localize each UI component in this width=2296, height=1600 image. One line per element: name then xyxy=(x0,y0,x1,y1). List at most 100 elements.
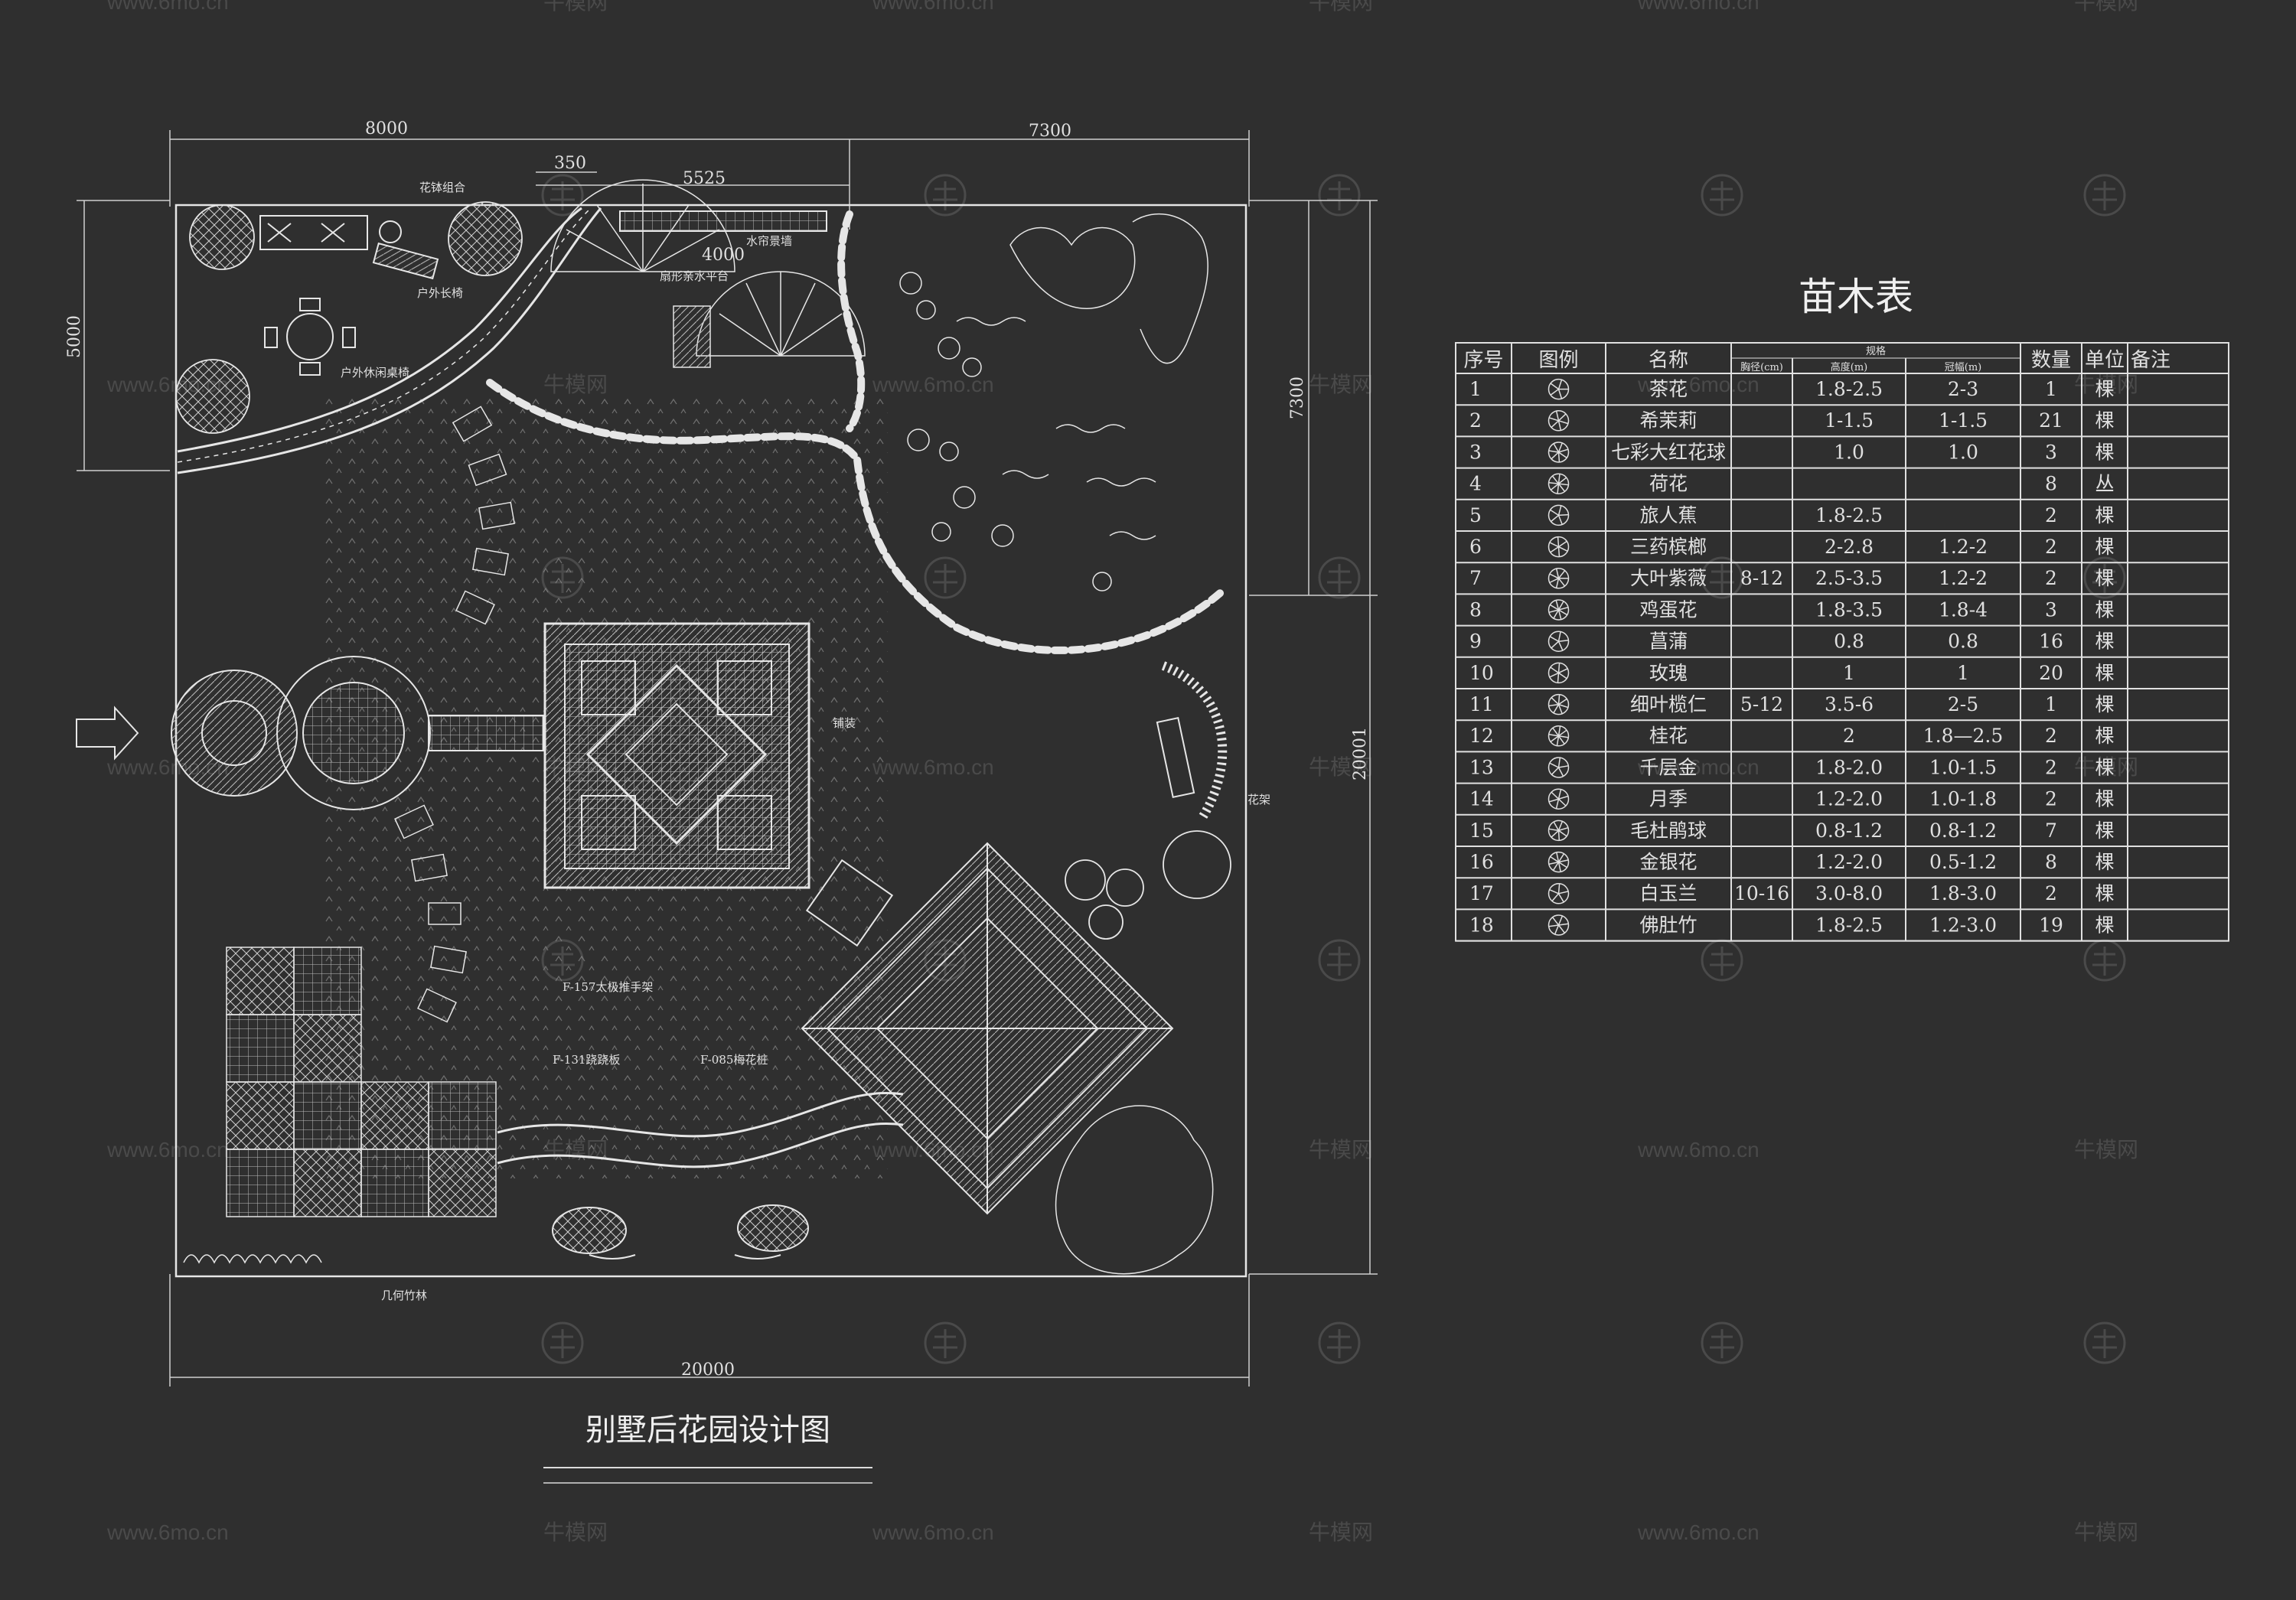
watermark-logo-icon xyxy=(1701,939,1743,982)
watermark-logo-icon xyxy=(2083,939,2126,982)
cell-qty: 1 xyxy=(2045,378,2057,400)
cell-height: 3.0-8.0 xyxy=(1815,882,1883,904)
watermark-site: www.6mo.cn xyxy=(1637,755,1760,779)
cell-unit: 棵 xyxy=(2095,567,2114,589)
header-qty: 数量 xyxy=(2031,349,2071,372)
cell-crown: 1.2-2 xyxy=(1939,567,1988,589)
cell-name: 玫瑰 xyxy=(1649,662,1688,684)
cell-no: 14 xyxy=(1469,788,1494,810)
cell-qty: 2 xyxy=(2045,882,2057,904)
cell-qty: 8 xyxy=(2045,851,2057,873)
header-note: 备注 xyxy=(2131,349,2170,372)
watermark-logo-icon xyxy=(1318,939,1361,982)
cell-unit: 棵 xyxy=(2095,851,2114,873)
cell-name: 金银花 xyxy=(1639,851,1697,873)
cell-name: 大叶紫薇 xyxy=(1630,567,1707,589)
watermark-brand: 牛模网 xyxy=(1309,1138,1373,1162)
watermark-site: www.6mo.cn xyxy=(872,1520,994,1544)
cell-unit: 棵 xyxy=(2095,378,2114,400)
plant-legend-icon xyxy=(1548,599,1570,621)
watermark-site: www.6mo.cn xyxy=(1637,1138,1760,1162)
dimension-lines xyxy=(77,130,1378,1387)
dim-top-mid: 5525 xyxy=(683,169,726,188)
watermark-site: www.6mo.cn xyxy=(106,0,229,14)
cell-crown: 2-3 xyxy=(1948,378,1978,400)
cell-name: 希茉莉 xyxy=(1639,409,1697,432)
header-legend: 图例 xyxy=(1538,349,1578,372)
cell-unit: 丛 xyxy=(2095,473,2114,495)
cell-height: 1.8-2.0 xyxy=(1815,756,1883,778)
cell-crown: 1.2-2 xyxy=(1939,536,1988,558)
cell-dbh: 8-12 xyxy=(1740,567,1783,589)
dim-top-small: 350 xyxy=(554,154,586,173)
watermark-site: www.6mo.cn xyxy=(872,755,994,779)
cell-crown: 1.8—2.5 xyxy=(1923,725,2004,747)
flower-pot-combo xyxy=(259,215,368,250)
label-bamboo: 几何竹林 xyxy=(381,1289,427,1302)
cell-name: 细叶榄仁 xyxy=(1630,693,1707,715)
cell-no: 4 xyxy=(1469,473,1482,495)
cell-name: 桂花 xyxy=(1649,725,1688,747)
cell-name: 佛肚竹 xyxy=(1639,914,1697,936)
plant-legend-icon xyxy=(1548,693,1570,715)
cell-dbh: 5-12 xyxy=(1740,693,1783,715)
water-curtain-wall xyxy=(619,210,827,232)
cell-qty: 1 xyxy=(2045,693,2057,715)
watermark-logo-icon xyxy=(924,174,967,217)
plan-labels: 8000 350 5525 7300 4000 5000 7300 20001 … xyxy=(65,119,1370,1448)
cell-crown: 0.5-1.2 xyxy=(1929,851,1997,873)
cell-height: 1.8-2.5 xyxy=(1815,378,1883,400)
cell-no: 18 xyxy=(1469,914,1494,936)
plant-legend-icon xyxy=(1548,820,1570,842)
table-title: 苗木表 xyxy=(1799,275,1913,319)
cell-qty: 21 xyxy=(2039,409,2063,432)
cell-qty: 2 xyxy=(2045,504,2057,526)
plant-legend-icon xyxy=(1548,725,1570,747)
plant-legend-icon xyxy=(1548,442,1570,463)
cell-qty: 2 xyxy=(2045,567,2057,589)
cell-no: 6 xyxy=(1469,536,1482,558)
cell-qty: 8 xyxy=(2045,473,2057,495)
outdoor-table xyxy=(286,313,334,360)
watermark-brand: 牛模网 xyxy=(543,373,608,396)
cell-name: 白玉兰 xyxy=(1639,882,1697,904)
cell-no: 10 xyxy=(1469,662,1494,684)
site-plan xyxy=(76,130,1378,1387)
tree-symbols xyxy=(175,201,1231,940)
label-paving: 铺装 xyxy=(833,716,856,730)
cell-height: 1.2-2.0 xyxy=(1815,851,1883,873)
watermark-brand: 牛模网 xyxy=(2074,1520,2138,1544)
label-outdoor-leisure: 户外休闲桌椅 xyxy=(341,366,409,380)
cell-height: 2.5-3.5 xyxy=(1815,567,1883,589)
watermark-brand: 牛模网 xyxy=(2074,0,2138,14)
watermark-logo-icon xyxy=(924,556,967,599)
label-outdoor-bench: 户外长椅 xyxy=(417,286,463,300)
watermark-logo-icon xyxy=(541,174,584,217)
central-paving xyxy=(543,622,810,889)
dim-top-inner: 4000 xyxy=(702,246,745,265)
dim-right-upper: 7300 xyxy=(1288,376,1307,419)
cell-height: 3.5-6 xyxy=(1825,693,1874,715)
cell-no: 7 xyxy=(1469,567,1482,589)
cell-name: 三药槟榔 xyxy=(1630,536,1707,558)
cell-qty: 16 xyxy=(2039,631,2063,653)
cell-crown: 0.8 xyxy=(1948,631,1978,653)
cell-unit: 棵 xyxy=(2095,914,2114,936)
fan-platform xyxy=(550,179,866,368)
cell-crown: 1-1.5 xyxy=(1939,409,1988,432)
cell-qty: 7 xyxy=(2045,820,2057,842)
cell-no: 12 xyxy=(1469,725,1494,747)
plant-legend-icon xyxy=(1548,473,1570,494)
cell-height: 1.2-2.0 xyxy=(1815,788,1883,810)
watermark-site: www.6mo.cn xyxy=(1637,0,1760,14)
